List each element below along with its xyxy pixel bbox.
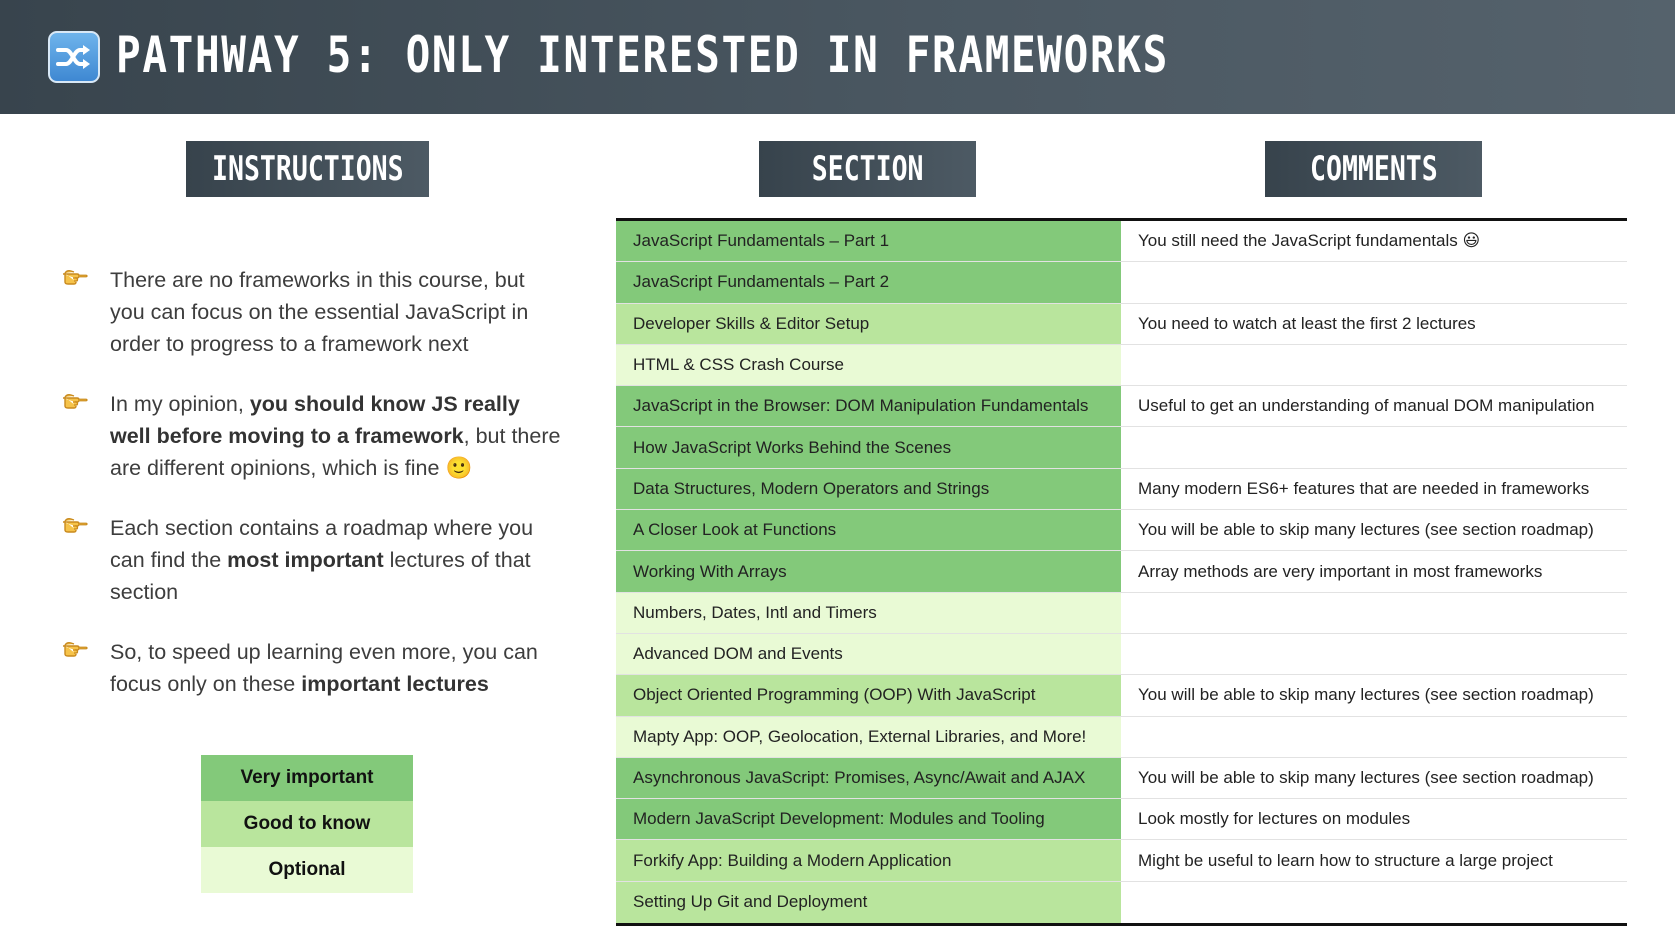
section-cell: Modern JavaScript Development: Modules a… [616, 799, 1121, 840]
comment-cell: You need to watch at least the first 2 l… [1121, 303, 1627, 344]
pointing-hand-icon [62, 512, 110, 608]
comment-cell [1121, 633, 1627, 675]
section-cell: A Closer Look at Functions [616, 510, 1121, 551]
comment-cell: Might be useful to learn how to structur… [1121, 840, 1627, 881]
comment-cell: Useful to get an understanding of manual… [1121, 386, 1627, 427]
section-cell: Forkify App: Building a Modern Applicati… [616, 840, 1121, 881]
table-row: Forkify App: Building a Modern Applicati… [616, 840, 1627, 882]
instruction-fragment: lectures of that section [110, 548, 531, 604]
comment-cell: Many modern ES6+ features that are neede… [1121, 468, 1627, 510]
instruction-emphasis: you should know JS really well before mo… [110, 392, 520, 448]
instruction-item: In my opinion, you should know JS really… [62, 388, 562, 484]
table-row: Numbers, Dates, Intl and Timers [616, 592, 1627, 634]
comment-cell: You will be able to skip many lectures (… [1121, 510, 1627, 551]
instructions-header: INSTRUCTIONS [186, 141, 429, 197]
section-cell: Working With Arrays [616, 551, 1121, 592]
table-row: JavaScript Fundamentals – Part 2 [616, 262, 1627, 304]
legend-item-optional: Optional [201, 847, 413, 893]
comment-cell [1121, 344, 1627, 386]
table-row: Data Structures, Modern Operators and St… [616, 468, 1627, 511]
instruction-fragment: There are no frameworks in this course, … [110, 268, 529, 356]
comment-cell: You will be able to skip many lectures (… [1121, 675, 1627, 716]
table-row: HTML & CSS Crash Course [616, 344, 1627, 387]
instruction-emphasis: most important [227, 548, 384, 572]
section-cell: JavaScript in the Browser: DOM Manipulat… [616, 386, 1121, 427]
instruction-fragment: In my opinion, [110, 392, 250, 416]
comment-cell [1121, 592, 1627, 633]
table-row: Advanced DOM and Events [616, 633, 1627, 676]
pointing-hand-icon [62, 636, 110, 700]
comment-cell: Look mostly for lectures on modules [1121, 799, 1627, 840]
instruction-text: There are no frameworks in this course, … [110, 264, 562, 360]
table-row: Mapty App: OOP, Geolocation, External Li… [616, 716, 1627, 758]
instruction-fragment: Each section contains a roadmap where yo… [110, 516, 534, 572]
comments-header-label: COMMENTS [1309, 149, 1438, 189]
section-header: SECTION [759, 141, 976, 197]
comments-header: COMMENTS [1265, 141, 1482, 197]
instruction-text: In my opinion, you should know JS really… [110, 388, 562, 484]
section-cell: JavaScript Fundamentals – Part 1 [616, 221, 1121, 262]
instruction-fragment: , but there are different opinions, whic… [110, 424, 561, 480]
table-row: Asynchronous JavaScript: Promises, Async… [616, 757, 1627, 800]
instruction-text: So, to speed up learning even more, you … [110, 636, 562, 700]
section-cell: Data Structures, Modern Operators and St… [616, 468, 1121, 510]
instruction-fragment: So, to speed up learning even more, you … [110, 640, 538, 696]
section-cell: JavaScript Fundamentals – Part 2 [616, 262, 1121, 303]
instruction-item: Each section contains a roadmap where yo… [62, 512, 562, 608]
table-row: Object Oriented Programming (OOP) With J… [616, 675, 1627, 717]
comment-cell [1121, 881, 1627, 924]
legend-item-very-important: Very important [201, 755, 413, 801]
section-cell: Setting Up Git and Deployment [616, 881, 1121, 924]
section-cell: Mapty App: OOP, Geolocation, External Li… [616, 716, 1121, 757]
shuffle-icon [48, 31, 100, 83]
table-row: Setting Up Git and Deployment [616, 881, 1627, 924]
table-row: Modern JavaScript Development: Modules a… [616, 799, 1627, 841]
section-cell: How JavaScript Works Behind the Scenes [616, 427, 1121, 468]
comment-cell [1121, 427, 1627, 468]
pointing-hand-icon [62, 264, 110, 360]
table-row: JavaScript in the Browser: DOM Manipulat… [616, 386, 1627, 428]
table-row: How JavaScript Works Behind the Scenes [616, 427, 1627, 469]
comment-cell [1121, 262, 1627, 303]
instruction-text: Each section contains a roadmap where yo… [110, 512, 562, 608]
instruction-item: So, to speed up learning even more, you … [62, 636, 562, 700]
instruction-item: There are no frameworks in this course, … [62, 264, 562, 360]
section-header-label: SECTION [811, 149, 924, 189]
instruction-emphasis: important lectures [301, 672, 489, 696]
section-cell: Advanced DOM and Events [616, 633, 1121, 675]
comment-cell: Array methods are very important in most… [1121, 551, 1627, 592]
comment-cell: You still need the JavaScript fundamenta… [1121, 221, 1627, 262]
instructions-header-label: INSTRUCTIONS [211, 149, 404, 189]
comment-cell [1121, 716, 1627, 757]
section-cell: Developer Skills & Editor Setup [616, 303, 1121, 344]
legend-item-good-to-know: Good to know [201, 801, 413, 847]
instructions-list: There are no frameworks in this course, … [62, 264, 562, 728]
instruction-fragment: 🙂 [445, 456, 473, 480]
header-bar: PATHWAY 5: ONLY INTERESTED IN FRAMEWORKS [0, 0, 1675, 114]
section-cell: Numbers, Dates, Intl and Timers [616, 592, 1121, 633]
section-cell: HTML & CSS Crash Course [616, 344, 1121, 386]
pointing-hand-icon [62, 388, 110, 484]
page-title: PATHWAY 5: ONLY INTERESTED IN FRAMEWORKS [116, 26, 1169, 84]
section-cell: Object Oriented Programming (OOP) With J… [616, 675, 1121, 716]
comment-cell: You will be able to skip many lectures (… [1121, 757, 1627, 799]
section-cell: Asynchronous JavaScript: Promises, Async… [616, 757, 1121, 799]
